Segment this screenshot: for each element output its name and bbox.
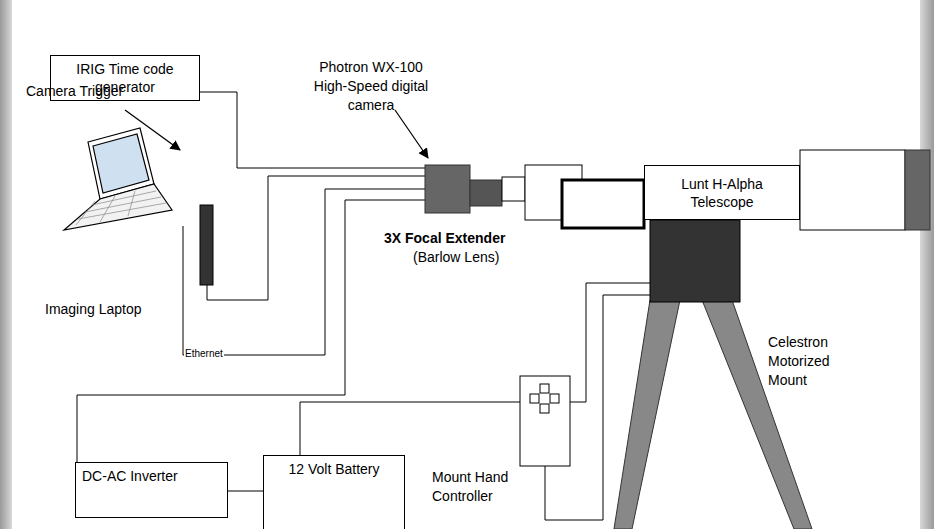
tripod-leg	[614, 300, 680, 529]
trigger-device	[200, 205, 213, 285]
mount-label: Celestron Motorized Mount	[768, 333, 848, 390]
motor-mount	[650, 220, 740, 302]
battery-box: 12 Volt Battery	[263, 455, 405, 529]
camera-body	[425, 165, 470, 213]
wire-label: Ethernet	[184, 347, 224, 361]
camera-callout: Photron WX-100 High-Speed digital camera	[305, 58, 437, 115]
edge-shade	[920, 0, 934, 529]
edge-shade	[0, 0, 12, 529]
leader-arrow	[395, 110, 428, 158]
lens-cap	[905, 150, 930, 230]
camera-lens	[470, 180, 502, 206]
eyepiece-tube	[562, 180, 644, 228]
trigger-callout: Camera Trigger	[26, 82, 166, 101]
node-text: Lunt H-Alpha Telescope	[667, 175, 777, 211]
wire	[183, 189, 425, 355]
controller-label: Mount Hand Controller	[432, 468, 520, 506]
node-text: DC-AC Inverter	[82, 467, 178, 485]
node-text: 12 Volt Battery	[288, 460, 379, 478]
adapter	[502, 177, 525, 201]
telescope-box: Lunt H-Alpha Telescope	[644, 165, 800, 220]
hand-controller	[520, 376, 570, 466]
wire-connector	[228, 491, 263, 492]
inverter-box: DC-AC Inverter	[75, 462, 228, 518]
part-label: 3X Focal Extender	[384, 229, 524, 248]
laptop-drawing	[64, 128, 172, 230]
wire	[300, 283, 650, 455]
telescope-tube	[800, 150, 905, 230]
wire	[77, 200, 425, 462]
laptop-label: Imaging Laptop	[45, 300, 185, 319]
part-label: (Barlow Lens)	[413, 248, 533, 267]
